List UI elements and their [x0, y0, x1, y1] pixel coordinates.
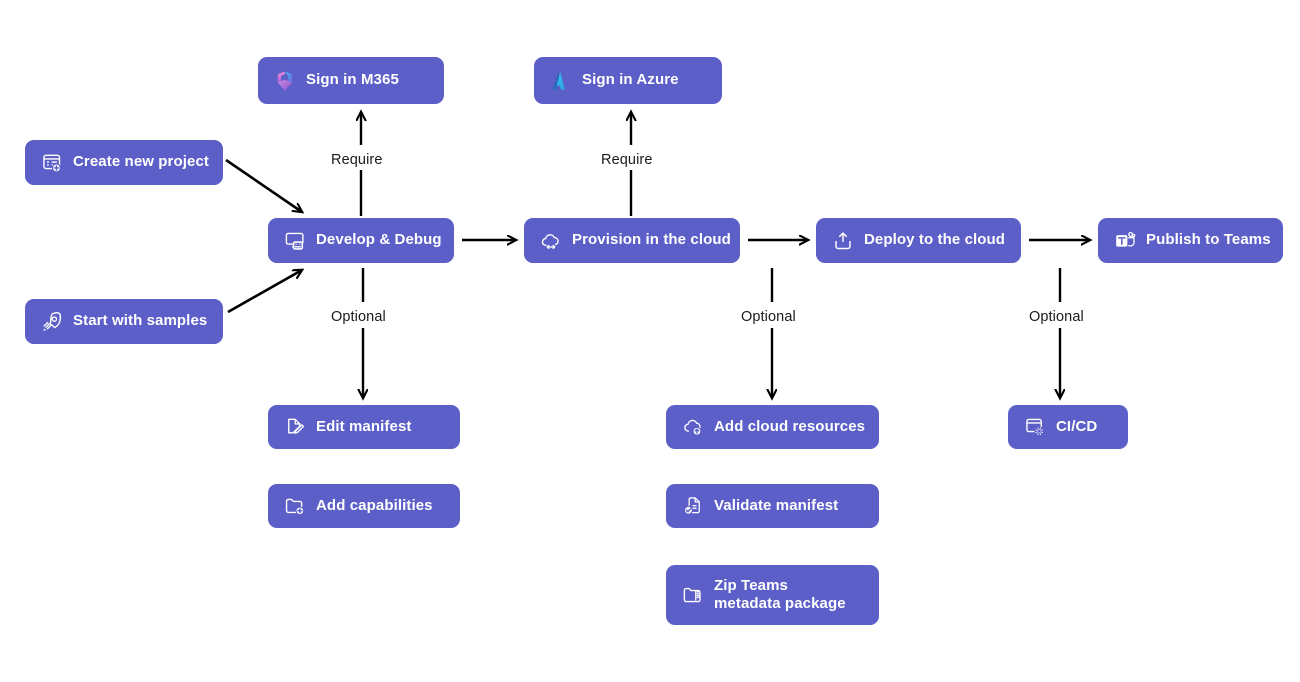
- node-provision-in-the-cloud[interactable]: Provision in the cloud: [524, 218, 740, 263]
- node-label-line1: Zip Teams: [714, 576, 788, 594]
- node-deploy-to-the-cloud[interactable]: Deploy to the cloud: [816, 218, 1021, 263]
- edge-label-optional-provision: Optional: [741, 309, 796, 325]
- node-label: Edit manifest: [316, 417, 412, 435]
- new-project-icon: [41, 152, 63, 174]
- microsoft-365-logo-icon: [274, 70, 296, 92]
- node-start-with-samples[interactable]: Start with samples: [25, 299, 223, 344]
- edge-label-optional-develop: Optional: [331, 309, 386, 325]
- node-add-capabilities[interactable]: Add capabilities: [268, 484, 460, 528]
- node-label: Develop & Debug: [316, 231, 442, 249]
- node-label: Deploy to the cloud: [864, 231, 1006, 249]
- teams-logo-icon: [1114, 230, 1136, 252]
- folder-add-icon: [284, 495, 306, 517]
- node-label: Start with samples: [73, 312, 208, 330]
- folder-zip-icon: [682, 584, 704, 606]
- node-label-line2: metadata package: [714, 595, 846, 612]
- node-sign-in-m365[interactable]: Sign in M365: [258, 57, 444, 104]
- node-label: Zip Teams metadata package: [714, 577, 846, 614]
- node-label: CI/CD: [1056, 417, 1098, 435]
- node-develop-debug[interactable]: Develop & Debug: [268, 218, 454, 263]
- window-gear-icon: [1024, 416, 1046, 438]
- rocket-icon: [41, 311, 63, 333]
- cloud-sync-icon: [540, 230, 562, 252]
- node-label: Validate manifest: [714, 496, 839, 514]
- node-label: Sign in M365: [306, 71, 399, 89]
- edge-label-require-azure: Require: [601, 152, 653, 168]
- edge-label-require-m365: Require: [331, 152, 383, 168]
- azure-logo-icon: [550, 70, 572, 92]
- node-label: Add capabilities: [316, 496, 433, 514]
- node-create-new-project[interactable]: Create new project: [25, 140, 223, 185]
- node-sign-in-azure[interactable]: Sign in Azure: [534, 57, 722, 104]
- cloud-add-icon: [682, 416, 704, 438]
- monitor-debug-icon: [284, 230, 306, 252]
- upload-box-icon: [832, 230, 854, 252]
- document-check-icon: [682, 495, 704, 517]
- node-zip-teams-metadata-package[interactable]: Zip Teams metadata package: [666, 565, 879, 625]
- node-label: Sign in Azure: [582, 71, 679, 89]
- connector-samples-to-develop: [227, 270, 302, 314]
- document-edit-icon: [284, 416, 306, 438]
- node-label: Add cloud resources: [714, 417, 866, 435]
- node-publish-to-teams[interactable]: Publish to Teams: [1098, 218, 1283, 263]
- node-edit-manifest[interactable]: Edit manifest: [268, 405, 460, 449]
- node-validate-manifest[interactable]: Validate manifest: [666, 484, 879, 528]
- node-label: Publish to Teams: [1146, 231, 1271, 249]
- edge-label-optional-deploy: Optional: [1029, 309, 1084, 325]
- node-add-cloud-resources[interactable]: Add cloud resources: [666, 405, 879, 449]
- node-label: Create new project: [73, 153, 210, 171]
- connector-create-project-to-develop: [225, 158, 302, 212]
- node-label: Provision in the cloud: [572, 231, 731, 249]
- node-ci-cd[interactable]: CI/CD: [1008, 405, 1128, 449]
